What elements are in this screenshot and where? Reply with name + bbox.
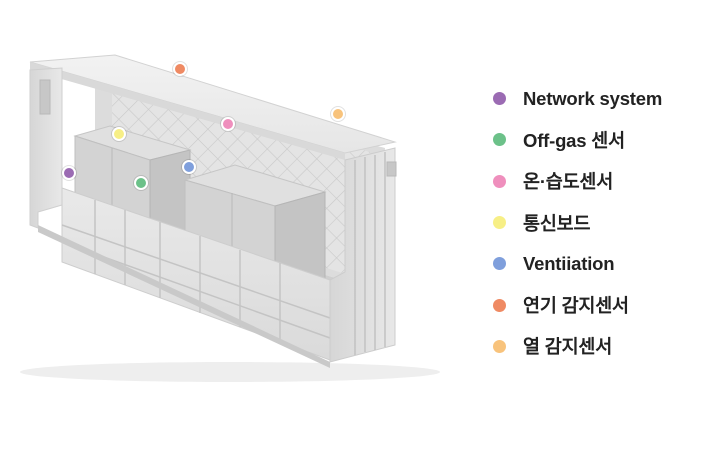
legend-label: Network system: [523, 87, 663, 109]
smoke-dot-icon: [493, 298, 506, 312]
legend-item-heat: 열 감지센서: [493, 326, 703, 367]
off-gas-dot-icon: [493, 133, 506, 147]
right-end-window: [386, 161, 397, 177]
legend-label: 연기 감지센서: [523, 295, 629, 317]
ventilation-dot-icon: [493, 257, 506, 271]
humidity-dot-icon: [493, 174, 506, 188]
roof-rim: [30, 62, 345, 160]
legend-label: 온·습도센서: [523, 171, 614, 193]
legend-item-ventilation: Ventiiation: [493, 243, 703, 284]
marker-comm-board[interactable]: [112, 127, 126, 141]
legend-item-comm-board: 통신보드: [493, 202, 703, 243]
marker-humidity[interactable]: [221, 117, 235, 131]
marker-smoke[interactable]: [173, 62, 187, 76]
marker-off-gas[interactable]: [134, 176, 148, 190]
left-end-wall: [29, 67, 63, 229]
legend-label: Ventiiation: [523, 252, 615, 274]
left-end-window: [39, 79, 51, 115]
legend-item-smoke: 연기 감지센서: [493, 284, 703, 325]
legend-item-off-gas: Off-gas 센서: [493, 119, 703, 160]
sensor-legend: Network system Off-gas 센서 온·습도센서 통신보드 Ve…: [493, 78, 703, 367]
ground-shadow: [20, 362, 440, 382]
heat-dot-icon: [493, 339, 506, 353]
comm-board-dot-icon: [493, 216, 506, 230]
marker-network[interactable]: [62, 166, 76, 180]
marker-ventilation[interactable]: [182, 160, 196, 174]
network-dot-icon: [493, 92, 506, 106]
legend-item-humidity: 온·습도센서: [493, 161, 703, 202]
floor-rail: [38, 225, 330, 368]
legend-item-network: Network system: [493, 78, 703, 119]
legend-label: 열 감지센서: [523, 336, 613, 358]
door-ribs: [354, 152, 386, 355]
legend-label: Off-gas 센서: [523, 129, 625, 151]
marker-heat[interactable]: [331, 107, 345, 121]
legend-label: 통신보드: [523, 212, 591, 234]
